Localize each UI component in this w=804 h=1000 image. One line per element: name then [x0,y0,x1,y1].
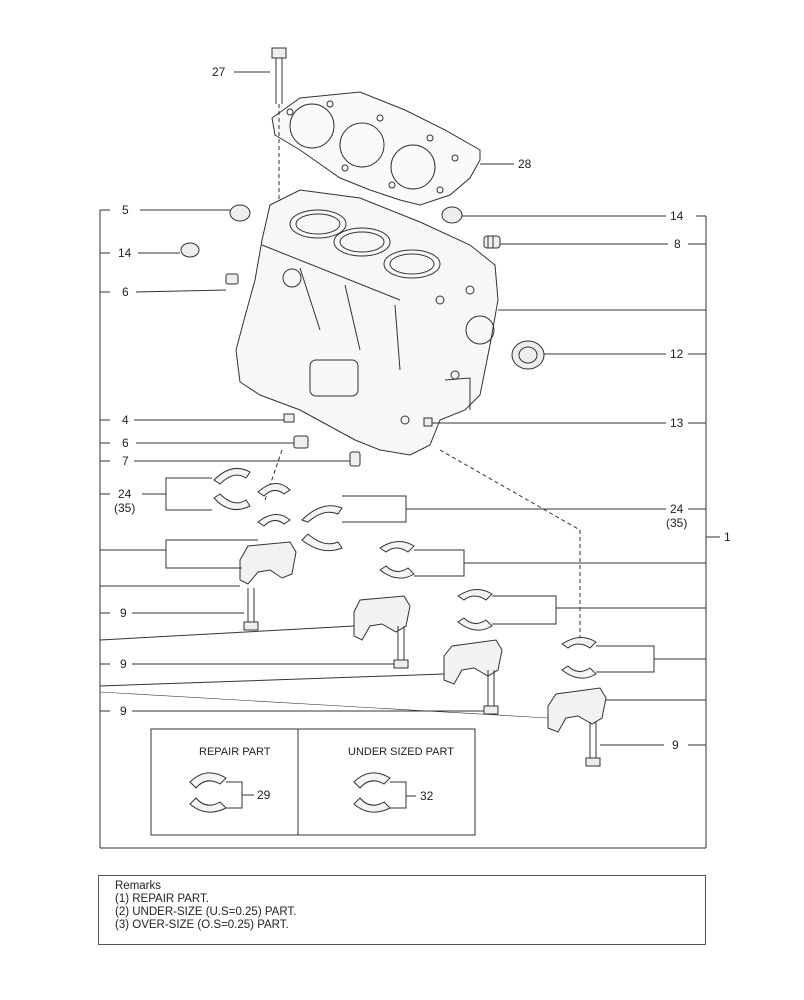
callout-labels: 27 28 5 14 14 8 6 12 4 13 6 7 24 (35) 24… [114,65,731,803]
callout-32: 32 [420,789,434,803]
callout-35-right: (35) [666,516,687,530]
leader-lines [99,71,706,746]
left-frame-bracket [99,209,706,849]
remarks-title: Remarks [115,880,162,892]
plug-4-part [283,413,295,423]
callout-9-c: 9 [120,704,127,718]
main-bearing-halves [213,467,597,679]
callout-27: 27 [212,65,226,79]
remarks-line-1: (1) REPAIR PART. [115,893,209,905]
plug-14-right-part [441,206,463,224]
callout-24-right: 24 [670,502,684,516]
callout-1: 1 [724,530,731,544]
callout-7: 7 [122,454,129,468]
cylinder-block-part [235,189,499,456]
right-frame-bracket [696,215,720,848]
parts-options-box [150,728,476,836]
plug-13-part [423,417,433,427]
remarks-line-2: (2) UNDER-SIZE (U.S=0.25) PART. [115,906,297,918]
callout-12: 12 [670,347,684,361]
callout-35-left: (35) [114,501,135,515]
repair-part-title: REPAIR PART [199,746,271,758]
callout-29: 29 [257,788,271,802]
plug-5-part [229,204,251,222]
callout-5: 5 [122,203,129,217]
plug-7-part [349,451,361,467]
head-gasket-part [271,91,481,206]
callout-14-right: 14 [670,209,684,223]
plug-8-part [483,235,501,249]
remarks-box: Remarks (1) REPAIR PART. (2) UNDER-SIZE … [98,875,706,945]
callout-6-top: 6 [122,285,129,299]
bushing-12-part [511,340,545,370]
remarks-line-3: (3) OVER-SIZE (O.S=0.25) PART. [115,919,289,931]
plug-14-left-part [180,242,200,258]
plug-6-bottom-part [293,435,309,449]
callout-8: 8 [674,237,681,251]
callout-6-bottom: 6 [122,436,129,450]
callout-28: 28 [518,157,532,171]
callout-9-d: 9 [672,738,679,752]
plug-6-top-part [225,273,239,285]
callout-24-left: 24 [118,487,132,501]
under-sized-part-title: UNDER SIZED PART [348,746,454,758]
callout-14-left: 14 [118,246,132,260]
callout-9-b: 9 [120,657,127,671]
callout-4: 4 [122,413,129,427]
callout-9-a: 9 [120,606,127,620]
callout-13: 13 [670,416,684,430]
